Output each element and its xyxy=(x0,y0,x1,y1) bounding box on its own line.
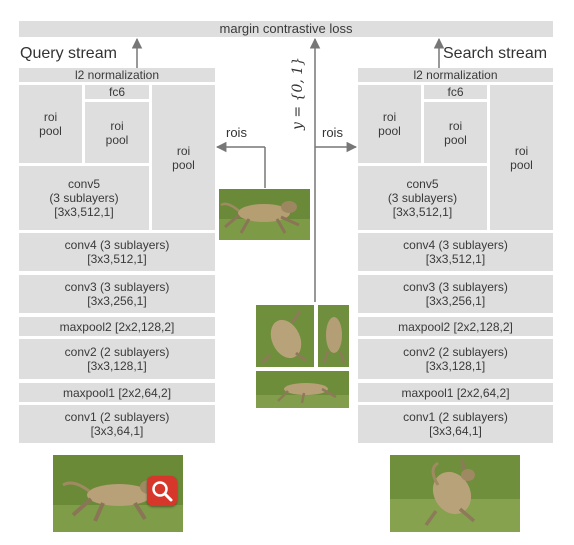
query-conv1: conv1 (2 sublayers) [3x3,64,1] xyxy=(19,405,215,443)
cheetah-image xyxy=(219,189,310,240)
search-conv2: conv2 (2 sublayers) [3x3,128,1] xyxy=(358,339,553,379)
query-conv4: conv4 (3 sublayers) [3x3,512,1] xyxy=(19,233,215,271)
query-input-image xyxy=(53,455,183,532)
query-roi-crop-image xyxy=(219,189,310,240)
search-maxpool2: maxpool2 [2x2,128,2] xyxy=(358,317,553,336)
query-roi-pool-1: roi pool xyxy=(19,85,82,163)
search-maxpool1: maxpool1 [2x2,64,2] xyxy=(358,383,553,402)
search-l2-normalization: l2 normalization xyxy=(358,68,553,82)
magnifier-icon xyxy=(147,476,177,506)
search-roi-pool-2: roi pool xyxy=(424,102,487,163)
cheetah-image xyxy=(256,371,349,408)
search-conv1: conv1 (2 sublayers) [3x3,64,1] xyxy=(358,405,553,443)
query-maxpool1: maxpool1 [2x2,64,2] xyxy=(19,383,215,402)
query-conv2: conv2 (2 sublayers) [3x3,128,1] xyxy=(19,339,215,379)
margin-contrastive-loss-box: margin contrastive loss xyxy=(19,21,553,37)
cheetah-image xyxy=(318,305,349,367)
search-roi-pool-3: roi pool xyxy=(490,85,553,230)
query-fc6: fc6 xyxy=(85,85,149,99)
query-roi-pool-3: roi pool xyxy=(152,85,215,230)
y-label: y = {0, 1} xyxy=(290,56,306,130)
search-conv4: conv4 (3 sublayers) [3x3,512,1] xyxy=(358,233,553,271)
search-roi-pool-1: roi pool xyxy=(358,85,421,163)
query-l2-normalization: l2 normalization xyxy=(19,68,215,82)
search-conv5: conv5 (3 sublayers) [3x3,512,1] xyxy=(358,166,487,230)
query-conv5: conv5 (3 sublayers) [3x3,512,1] xyxy=(19,166,149,230)
search-roi-crop-image-1 xyxy=(256,305,314,367)
search-roi-crop-image-2 xyxy=(318,305,349,367)
cheetah-image xyxy=(256,305,314,367)
rois-label-search: rois xyxy=(322,125,343,140)
search-conv3: conv3 (3 sublayers) [3x3,256,1] xyxy=(358,275,553,313)
rois-label-query: rois xyxy=(226,125,247,140)
search-stream-title: Search stream xyxy=(443,45,548,62)
search-roi-crop-image-3 xyxy=(256,371,349,408)
query-stream-title: Query stream xyxy=(20,45,117,62)
cheetah-image xyxy=(390,455,520,532)
search-fc6: fc6 xyxy=(424,85,487,99)
query-conv3: conv3 (3 sublayers) [3x3,256,1] xyxy=(19,275,215,313)
query-roi-pool-2: roi pool xyxy=(85,102,149,163)
query-maxpool2: maxpool2 [2x2,128,2] xyxy=(19,317,215,336)
search-input-image xyxy=(390,455,520,532)
